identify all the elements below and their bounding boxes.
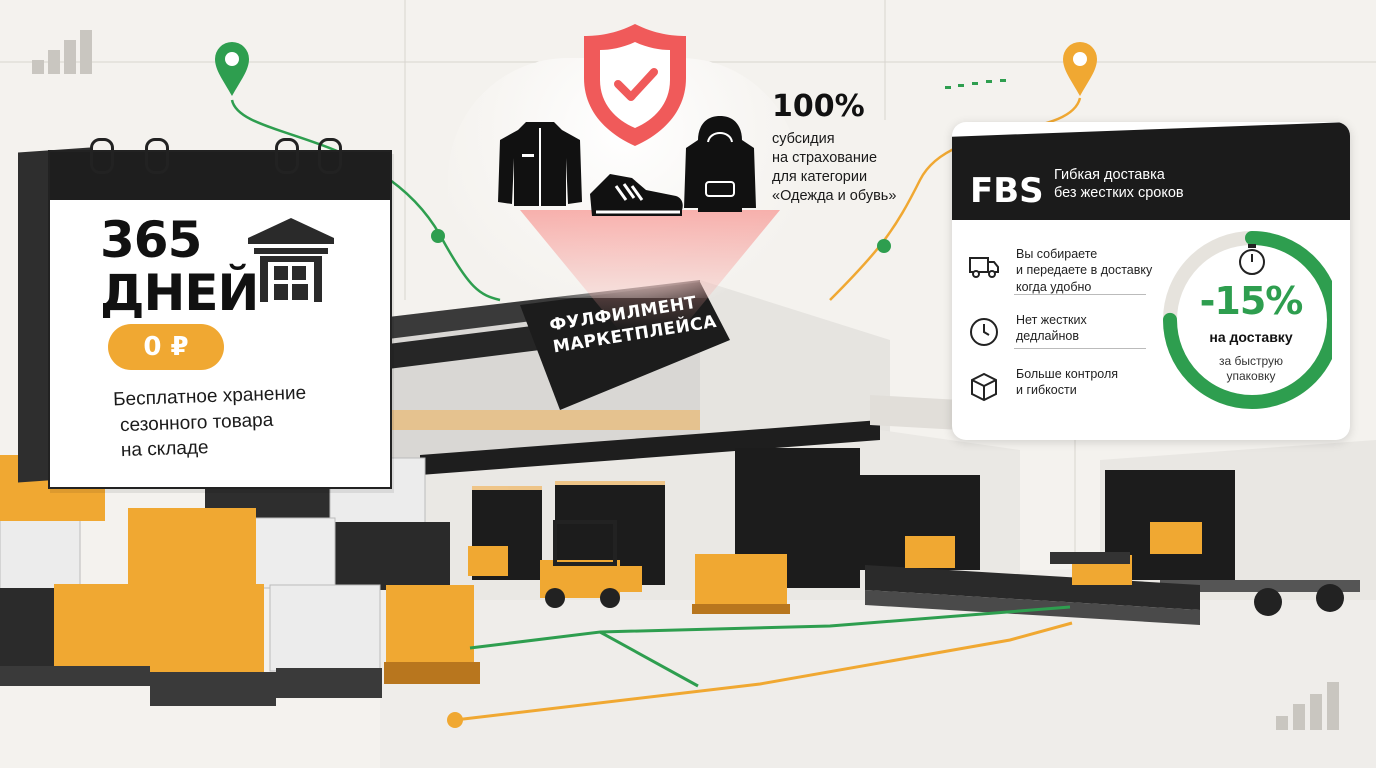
discount-progress-arc xyxy=(1163,231,1332,409)
calendar-ring xyxy=(318,138,342,174)
feature-text: Вы собираете и передаете в доставку когд… xyxy=(1016,246,1156,295)
feature-line: Больше контроля xyxy=(1016,367,1119,381)
divider xyxy=(1014,348,1146,349)
calendar-ring xyxy=(90,138,114,174)
hoodie-icon xyxy=(684,116,756,212)
discount-note: за быструю упаковку xyxy=(1184,354,1318,384)
fbs-subtitle-line: без жестких сроков xyxy=(1054,185,1184,202)
insurance-line: субсидия xyxy=(772,131,835,147)
days-word: ДНЕЙ xyxy=(100,263,259,322)
fbs-subtitle-line: Гибкая доставка xyxy=(1054,167,1165,183)
location-pin-orange-icon xyxy=(1063,42,1097,96)
discount-note-line: упаковку xyxy=(1226,369,1276,383)
calendar-ring xyxy=(145,138,169,174)
insurance-description: субсидия на страхование для категории «О… xyxy=(772,130,896,205)
insurance-percent: 100% xyxy=(772,89,865,124)
fbs-subtitle: Гибкая доставка без жестких сроков xyxy=(1054,166,1184,202)
jacket-icon xyxy=(498,122,582,206)
clock-icon xyxy=(970,318,998,346)
truck-icon xyxy=(969,257,999,278)
bar-chart-icon xyxy=(32,30,92,74)
feature-line: дедлайнов xyxy=(1016,329,1079,344)
feature-text: Больше контроля и гибкости xyxy=(1016,366,1156,399)
insurance-line: «Одежда и обувь» xyxy=(772,187,897,204)
box-icon xyxy=(971,372,997,402)
divider xyxy=(1014,294,1146,295)
days-counter: 365 ДНЕЙ xyxy=(100,211,259,322)
location-pin-green-icon xyxy=(215,42,249,96)
calendar-header-bar xyxy=(50,152,390,200)
feature-line: и передаете в доставку xyxy=(1016,263,1153,278)
discount-value: -15% xyxy=(1199,279,1304,323)
calendar-card: 365 ДНЕЙ 0 ₽ Бесплатное хранение сезонно… xyxy=(48,138,392,489)
fbs-card: FBS Гибкая доставка без жестких сроков В… xyxy=(952,122,1350,440)
feature-text: Нет жестких дедлайнов xyxy=(1016,312,1156,345)
discount-note-line: за быструю xyxy=(1218,354,1284,368)
calendar-description: Бесплатное хранение сезонного товара на … xyxy=(113,381,309,465)
feature-line: Нет жестких xyxy=(1016,313,1087,327)
price-badge: 0 ₽ xyxy=(108,324,224,370)
stopwatch-icon xyxy=(1239,244,1265,275)
feature-line: и гибкости xyxy=(1016,383,1077,398)
feature-line: Вы собираете xyxy=(1016,247,1098,261)
insurance-line: для категории xyxy=(772,168,868,185)
fbs-title: FBS xyxy=(970,171,1044,211)
calendar-ring xyxy=(275,138,299,174)
description-line: на складе xyxy=(120,437,209,462)
shield-check-icon xyxy=(584,24,686,146)
warehouse-icon xyxy=(248,218,334,302)
discount-gauge xyxy=(1163,231,1332,409)
bar-chart-icon xyxy=(1276,682,1339,730)
discount-label: на доставку xyxy=(1209,329,1293,345)
fbs-header xyxy=(952,122,1350,220)
days-number: 365 xyxy=(100,211,202,269)
sneaker-icon xyxy=(590,174,683,216)
insurance-line: на страхование xyxy=(772,149,878,166)
feature-line: когда удобно xyxy=(1016,279,1092,294)
